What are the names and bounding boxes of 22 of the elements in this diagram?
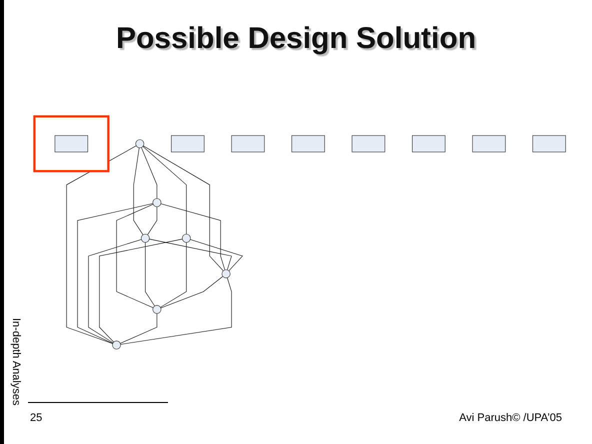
footer-credit: Avi Parush© /UPA’05 xyxy=(459,412,562,424)
connector xyxy=(145,242,155,306)
connector xyxy=(116,204,154,308)
connector xyxy=(141,147,158,199)
connector xyxy=(190,238,243,271)
connector xyxy=(149,238,232,270)
connector xyxy=(147,206,158,235)
connector xyxy=(88,238,142,343)
connector xyxy=(143,145,224,271)
connector xyxy=(160,203,226,270)
connector xyxy=(77,203,154,344)
slide-title: Possible Design Solution xyxy=(114,22,478,56)
connector xyxy=(66,145,136,344)
connector xyxy=(120,277,232,344)
connector xyxy=(160,242,187,308)
connector xyxy=(133,147,144,235)
connector xyxy=(99,238,183,342)
page-number: 25 xyxy=(30,412,42,424)
connector xyxy=(120,313,158,344)
connector xyxy=(160,276,224,308)
side-label: In-depth Analyses xyxy=(10,318,22,406)
connector xyxy=(142,146,187,234)
